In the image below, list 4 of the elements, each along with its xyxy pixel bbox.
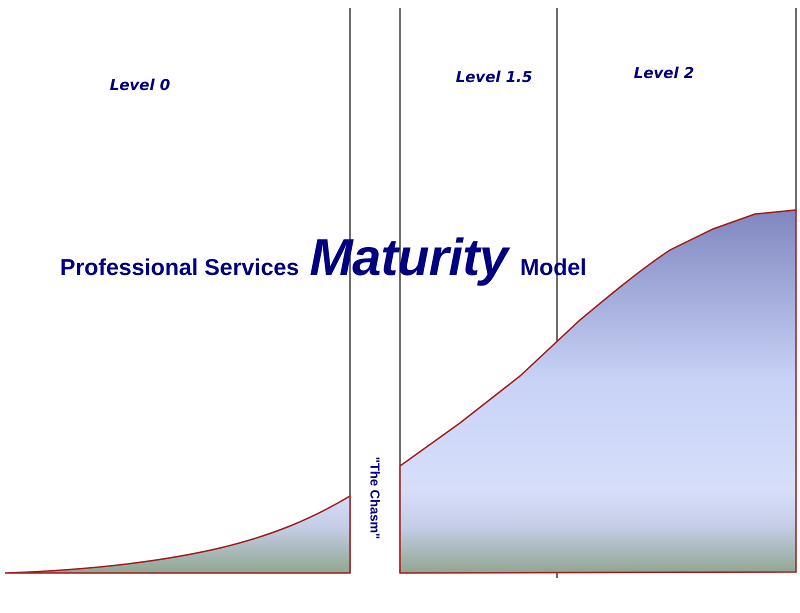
level-label: Level 1.5 xyxy=(456,68,532,86)
chasm-label: "The Chasm" xyxy=(368,456,382,540)
level-label: Level 0 xyxy=(110,76,170,94)
level-label: Level 2 xyxy=(634,64,694,82)
